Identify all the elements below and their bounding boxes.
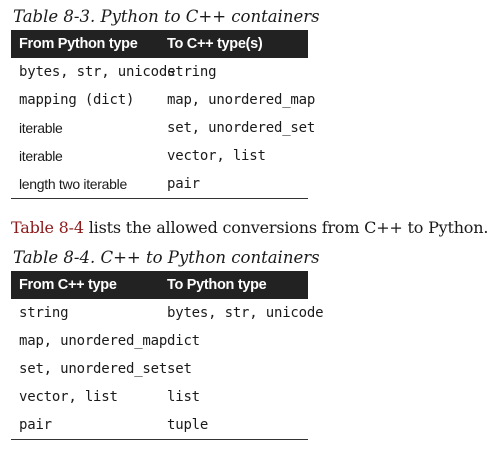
table-row: map, unordered_map dict [11, 327, 308, 355]
table-8-4-link[interactable]: Table 8-4 [11, 218, 84, 237]
table-cell: list [167, 389, 200, 405]
table-row: string bytes, str, unicode [11, 299, 324, 327]
table-cell: length two iterable [11, 170, 159, 199]
column-header-to-cpp-types: To C++ type(s) [159, 30, 308, 58]
table-row: bytes, str, unicode string [11, 58, 308, 86]
table-8-4-caption: Table 8-4. C++ to Python containers [13, 248, 320, 267]
table-row: iterable vector, list [11, 142, 308, 170]
table-cell: vector, list [19, 389, 118, 405]
table-row: iterable set, unordered_set [11, 114, 316, 142]
table-row: vector, list list [11, 383, 308, 411]
table-8-3: From Python type To C++ type(s) bytes, s… [11, 30, 316, 199]
table-cell: tuple [159, 411, 308, 440]
column-header-from-cpp-type: From C++ type [11, 271, 159, 299]
table-row: set, unordered_set set [11, 355, 308, 383]
table-cell: set [167, 361, 192, 377]
table-header-row: From C++ type To Python type [11, 271, 308, 299]
table-cell: dict [167, 333, 200, 349]
table-cell: string [19, 305, 69, 321]
table-cell: pair [159, 170, 308, 199]
column-header-from-python-type: From Python type [11, 30, 159, 58]
table-row: pair tuple [11, 411, 308, 440]
paragraph-text: lists the allowed conversions from C++ t… [83, 218, 489, 237]
table-row: mapping (dict) map, unordered_map [11, 86, 316, 114]
table-8-4: From C++ type To Python type string byte… [11, 271, 324, 440]
table-cell: vector, list [167, 148, 266, 164]
table-cell: map, unordered_map [167, 92, 316, 108]
table-header-row: From Python type To C++ type(s) [11, 30, 308, 58]
table-cell: set, unordered_set [19, 361, 168, 377]
column-header-to-python-type: To Python type [159, 271, 308, 299]
table-cell: iterable [19, 148, 63, 164]
table-row: length two iterable pair [11, 170, 308, 199]
table-8-3-caption: Table 8-3. Python to C++ containers [13, 7, 320, 26]
table-cell: bytes, str, unicode [167, 305, 324, 321]
table-cell: mapping (dict) [19, 92, 135, 108]
document-page: Table 8-3. Python to C++ containers From… [11, 0, 495, 440]
table-cell: map, unordered_map [19, 333, 168, 349]
table-cell: set, unordered_set [167, 120, 316, 136]
body-paragraph: Table 8-4 lists the allowed conversions … [11, 199, 495, 239]
table-cell: bytes, str, unicode [19, 64, 176, 80]
table-cell: string [167, 64, 217, 80]
table-cell: iterable [19, 120, 63, 136]
table-cell: pair [11, 411, 159, 440]
